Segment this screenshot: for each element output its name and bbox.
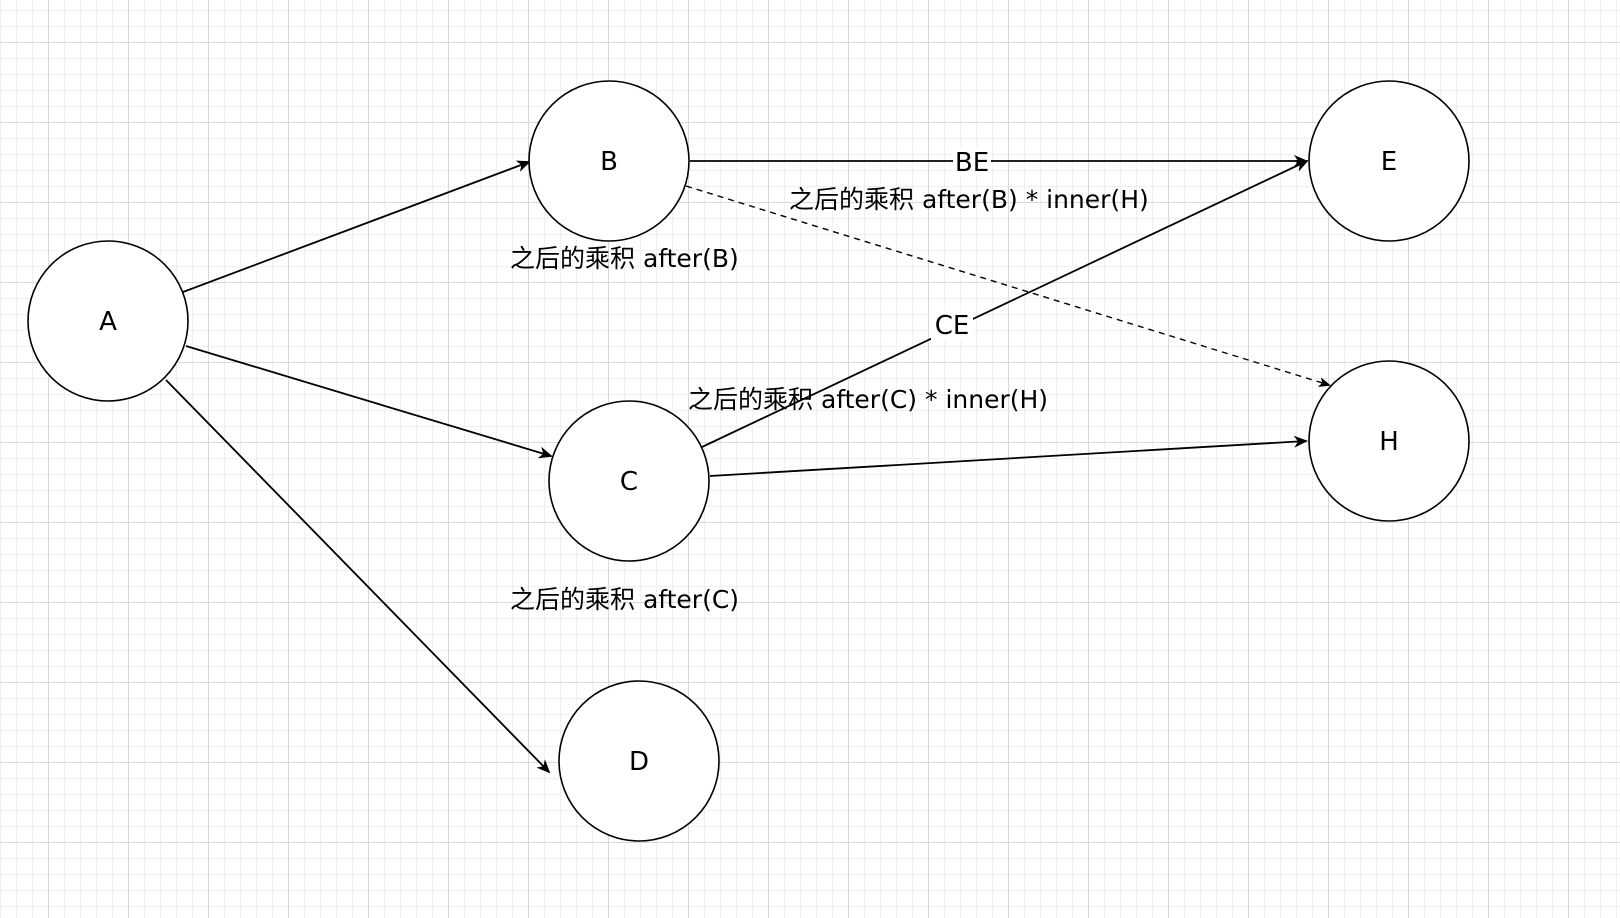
edge-label-be-bg [953,147,991,175]
note-after-b: 之后的乘积 after(B) [510,244,739,273]
node-b-circle [528,80,690,242]
node-d-circle [558,680,720,842]
node-a-circle [27,240,189,402]
edge-label-ce: CE [935,311,970,341]
edge-a-d[interactable] [165,379,551,774]
node-b[interactable]: B [528,80,690,242]
node-b-label: B [600,147,618,177]
edge-label-be: BE [955,148,989,178]
note-after-c: 之后的乘积 after(C) [510,585,739,614]
edge-c-h[interactable] [709,435,1308,477]
node-d[interactable]: D [558,680,720,842]
node-a-label: A [99,307,117,337]
edge-a-b[interactable] [182,160,531,293]
node-c-label: C [620,467,638,497]
node-h[interactable]: H [1308,360,1470,522]
note-after-c-inner-h: 之后的乘积 after(C) * inner(H) [688,385,1048,414]
node-e-circle [1308,80,1470,242]
edge-b-h-dashed[interactable] [685,185,1331,387]
edge-label-ce-bg [931,310,973,340]
node-c-circle [548,400,710,562]
edge-a-c[interactable] [185,345,553,459]
note-after-b-inner-h: 之后的乘积 after(B) * inner(H) [789,185,1149,214]
node-h-label: H [1379,427,1399,457]
edge-c-e[interactable] [701,160,1309,448]
node-c[interactable]: C [548,400,710,562]
node-h-circle [1308,360,1470,522]
node-e-label: E [1381,147,1397,177]
node-e[interactable]: E [1308,80,1470,242]
node-d-label: D [629,747,649,777]
node-a[interactable]: A [27,240,189,402]
